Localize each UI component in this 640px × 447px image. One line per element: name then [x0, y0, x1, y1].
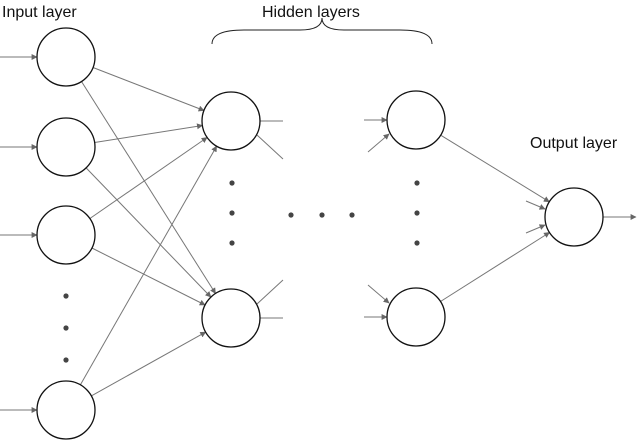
input-ellipsis-dot: [63, 325, 69, 331]
hidden-last-ellipsis-dot: [414, 180, 420, 186]
hidden1-out-stub-2b: [256, 279, 284, 305]
edge-input2-hidden2: [85, 167, 212, 298]
hidden1-out-stub-1b: [256, 134, 284, 160]
edge-hidden-last2-output: [440, 232, 551, 302]
hidden-last-ellipsis-dot: [414, 240, 420, 246]
edges-group: [79, 67, 551, 397]
hidden-layers-brace: [211, 17, 433, 45]
edge-input3-hidden1: [89, 137, 208, 219]
between-layers-dot: [288, 212, 294, 218]
hidden1-node-2: [201, 288, 261, 348]
edge-hidden-last1-output: [440, 134, 550, 203]
edge-input2-hidden1: [94, 123, 203, 143]
hidden2-in-stub-2b: [367, 284, 390, 304]
input-node-2: [36, 117, 96, 177]
output-in-stub-a: [525, 200, 546, 210]
hidden-last-node-1: [386, 90, 446, 150]
between-layers-dot: [349, 212, 355, 218]
hidden1-ellipsis-dot: [229, 240, 235, 246]
hidden-last-node-2: [386, 287, 446, 347]
input-ellipsis-dot: [63, 357, 69, 363]
output-node: [544, 187, 604, 247]
input-layer-label: Input layer: [2, 4, 77, 21]
hidden1-node-1: [201, 91, 261, 151]
input-node-3: [36, 205, 96, 265]
edge-input4-hidden1: [79, 145, 218, 386]
nodes-group: [36, 27, 604, 440]
ellipsis-dots-group: [63, 180, 420, 363]
input-node-4: [36, 380, 96, 440]
input-ellipsis-dot: [63, 293, 69, 299]
stubs-group: [0, 54, 637, 413]
output-in-stub-b: [525, 224, 546, 234]
hidden1-ellipsis-dot: [229, 210, 235, 216]
edge-input3-hidden2: [91, 247, 206, 306]
edge-input4-hidden2: [91, 331, 207, 397]
between-layers-dot: [319, 212, 325, 218]
edge-input1-hidden1: [92, 67, 205, 112]
edge-input1-hidden2: [81, 81, 216, 295]
output-layer-label: Output layer: [530, 135, 618, 152]
hidden2-in-stub-1b: [367, 133, 390, 153]
input-node-1: [36, 27, 96, 87]
hidden-layers-label: Hidden layers: [262, 4, 360, 21]
hidden-last-ellipsis-dot: [414, 210, 420, 216]
hidden1-ellipsis-dot: [229, 180, 235, 186]
